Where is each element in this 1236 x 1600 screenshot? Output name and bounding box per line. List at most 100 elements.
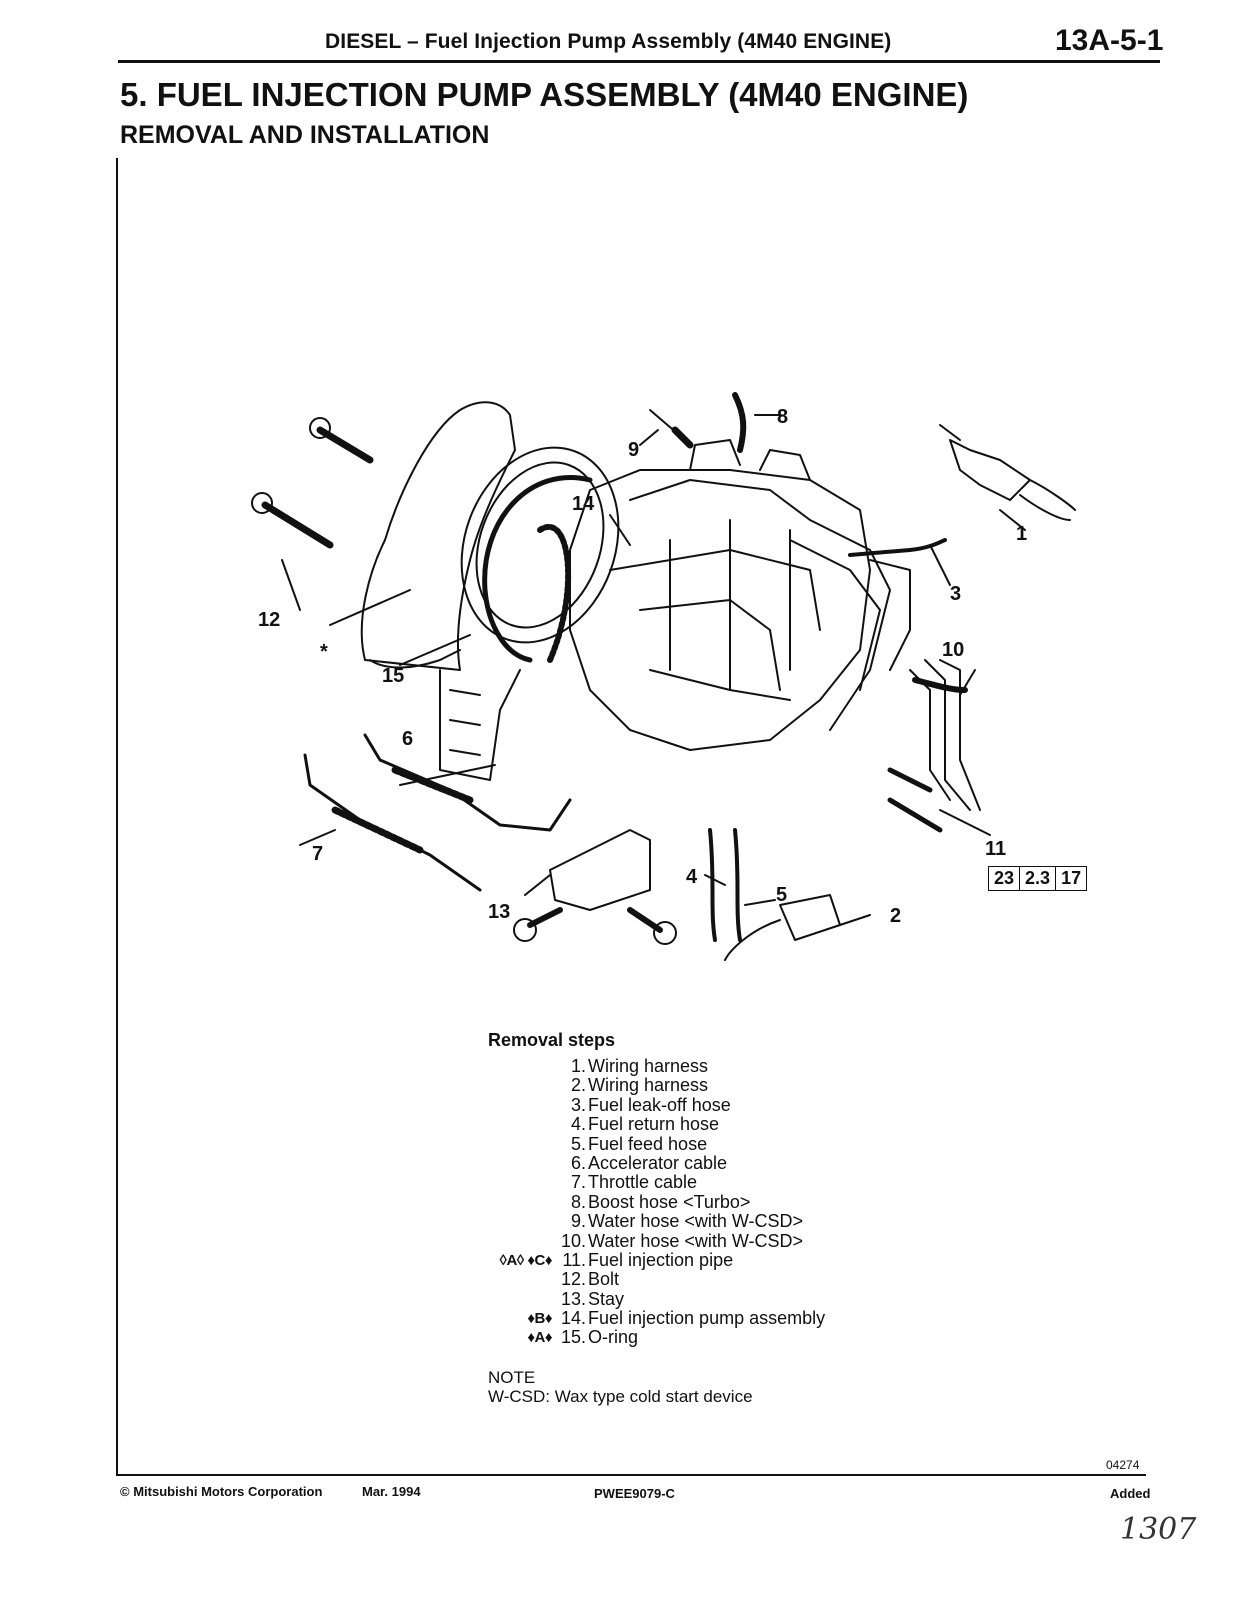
removal-step: ♦A♦ 15.O-ring	[488, 1327, 825, 1348]
step-label: Fuel injection pump assembly	[588, 1308, 826, 1329]
removal-step: 2.Wiring harness	[488, 1075, 825, 1096]
callout-15: 15	[382, 665, 404, 687]
step-label: Fuel feed hose	[588, 1133, 708, 1154]
step-label: Fuel injection pipe	[588, 1249, 734, 1270]
step-label: Water hose <with W-CSD>	[588, 1211, 804, 1232]
callout-11: 11	[985, 838, 1006, 860]
figure-code: 04274	[1106, 1458, 1140, 1472]
step-label: Boost hose <Turbo>	[588, 1191, 751, 1212]
step-marks	[488, 1135, 552, 1154]
step-number: 14.	[560, 1308, 586, 1329]
header-title: DIESEL – Fuel Injection Pump Assembly (4…	[325, 30, 892, 53]
step-number: 13.	[560, 1288, 586, 1309]
removal-step: 12.Bolt	[488, 1269, 825, 1290]
step-number: 7.	[570, 1172, 586, 1193]
step-label: Fuel return hose	[588, 1114, 720, 1135]
callout-13: 13	[488, 901, 510, 923]
note-block: NOTE W-CSD: Wax type cold start device	[488, 1368, 753, 1406]
callout-3: 3	[950, 583, 961, 605]
step-number: 3.	[570, 1094, 586, 1115]
callout-1: 1	[1016, 523, 1027, 545]
callout-12: 12	[258, 609, 280, 631]
torque-ftlbs: 17	[1061, 868, 1082, 888]
removal-step: 1.Wiring harness	[488, 1056, 825, 1076]
pump-assembly-diagram	[251, 392, 1076, 961]
step-number: 4.	[570, 1114, 586, 1135]
removal-step: 10.Water hose <with W-CSD>	[488, 1230, 825, 1251]
step-label: Water hose <with W-CSD>	[588, 1230, 804, 1251]
callout-8: 8	[777, 406, 788, 428]
callout-2: 2	[890, 905, 901, 927]
removal-steps-heading: Removal steps	[488, 1030, 616, 1050]
step-marks	[488, 1057, 552, 1076]
callout-6: 6	[402, 728, 413, 750]
step-number: 8.	[570, 1191, 586, 1212]
step-label: Wiring harness	[588, 1075, 709, 1096]
sub-title: REMOVAL AND INSTALLATION	[120, 121, 490, 149]
torque-nm: 23	[989, 867, 1021, 890]
step-number: 10.	[560, 1230, 586, 1251]
removal-step: 8.Boost hose <Turbo>	[488, 1191, 825, 1212]
step-marks	[488, 1212, 552, 1231]
step-label: Wiring harness	[588, 1056, 709, 1076]
step-label: Stay	[588, 1288, 625, 1309]
step-label: O-ring	[588, 1327, 639, 1348]
main-title: 5. FUEL INJECTION PUMP ASSEMBLY (4M40 EN…	[120, 76, 969, 113]
callout-4: 4	[686, 866, 698, 888]
step-marks: ◊A◊ ♦C♦	[499, 1251, 553, 1269]
step-marks	[488, 1173, 552, 1192]
removal-step: 5.Fuel feed hose	[488, 1133, 825, 1154]
bottom-rule	[116, 1474, 1146, 1476]
step-label: Accelerator cable	[588, 1152, 728, 1173]
step-number: 15.	[560, 1327, 586, 1348]
callout-7: 7	[312, 843, 323, 865]
step-number: 9.	[570, 1211, 586, 1232]
step-marks	[488, 1193, 552, 1212]
step-number: 2.	[570, 1075, 586, 1096]
torque-kgm: 2.3	[1020, 867, 1057, 890]
step-number: 5.	[570, 1133, 586, 1154]
step-marks	[488, 1270, 552, 1289]
callout-14: 14	[572, 493, 595, 515]
footer-copyright: © Mitsubishi Motors Corporation	[120, 1484, 323, 1499]
footer-status: Added	[1110, 1486, 1151, 1501]
footer-date: Mar. 1994	[362, 1484, 421, 1499]
step-marks: ♦B♦	[527, 1310, 552, 1328]
removal-step: 9.Water hose <with W-CSD>	[488, 1211, 825, 1232]
callout-9: 9	[628, 439, 639, 461]
page-number: 13A-5-1	[1055, 24, 1164, 57]
header-rule	[118, 60, 1160, 63]
step-marks: ♦A♦	[527, 1329, 552, 1347]
step-marks	[488, 1154, 552, 1173]
handwritten-page-number: 1307	[1120, 1512, 1197, 1547]
step-marks	[488, 1096, 552, 1115]
step-marks	[488, 1232, 552, 1251]
step-label: Fuel leak-off hose	[588, 1094, 731, 1115]
step-marks	[488, 1115, 552, 1134]
torque-spec-box: 23 2.3 17	[988, 866, 1088, 891]
removal-step: ◊A◊ ♦C♦ 11.Fuel injection pipe	[488, 1249, 825, 1270]
asterisk-mark: *	[320, 641, 328, 663]
removal-step: 7.Throttle cable	[488, 1172, 825, 1193]
o-ring-shape	[482, 475, 593, 663]
left-margin-rule	[116, 158, 118, 1474]
removal-step: 13.Stay	[488, 1288, 825, 1309]
step-marks	[488, 1290, 552, 1309]
step-number: 6.	[570, 1152, 586, 1173]
removal-step: 4.Fuel return hose	[488, 1114, 825, 1135]
footer-doc-code: PWEE9079-C	[594, 1486, 675, 1501]
removal-step: 3.Fuel leak-off hose	[488, 1094, 825, 1115]
removal-step: 6.Accelerator cable	[488, 1152, 825, 1173]
note-text: W-CSD: Wax type cold start device	[488, 1387, 753, 1406]
step-label: Bolt	[588, 1269, 620, 1290]
step-number: 11.	[562, 1249, 586, 1270]
callout-10: 10	[942, 639, 964, 661]
step-number: 12.	[560, 1269, 586, 1290]
removal-step: ♦B♦ 14.Fuel injection pump assembly	[488, 1308, 826, 1329]
step-number: 1.	[570, 1056, 586, 1076]
note-title: NOTE	[488, 1368, 536, 1387]
step-marks	[488, 1076, 552, 1095]
